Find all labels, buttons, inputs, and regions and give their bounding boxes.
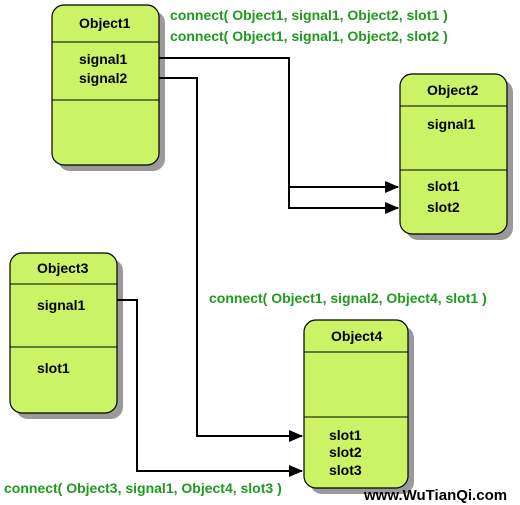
connect-label-1: connect( Object1, signal1, Object2, slot… <box>170 7 448 23</box>
object2-body <box>399 73 508 235</box>
connector-obj1-signal2-to-obj4-slot1 <box>159 77 303 442</box>
object2-box: Object2 signal1 slot1 slot2 <box>399 73 513 240</box>
object3-box: Object3 signal1 slot1 <box>9 252 123 419</box>
object1-signal1: signal1 <box>79 51 127 67</box>
connector-obj1-signal1-to-obj2-slot2 <box>288 187 399 214</box>
connector-obj3-signal1-to-obj4-slot3 <box>117 299 303 477</box>
object1-signal2: signal2 <box>79 70 127 86</box>
object3-title: Object3 <box>37 260 89 276</box>
object3-slot1: slot1 <box>37 360 70 376</box>
object4-slot1: slot1 <box>329 427 362 443</box>
object1-body <box>51 4 160 166</box>
object2-title: Object2 <box>427 82 479 98</box>
object4-box: Object4 slot1 slot2 slot3 <box>303 319 414 494</box>
object4-body <box>303 319 409 489</box>
object4-slot3: slot3 <box>329 462 362 478</box>
connect-label-4: connect( Object3, signal1, Object4, slot… <box>4 480 282 496</box>
connector-obj1-signal1-to-obj2-slot1 <box>159 57 399 193</box>
connect-label-2: connect( Object1, signal1, Object2, slot… <box>170 28 448 44</box>
connect-label-3: connect( Object1, signal2, Object4, slot… <box>209 290 487 306</box>
object2-slot2: slot2 <box>427 199 460 215</box>
object2-slot1: slot1 <box>427 178 460 194</box>
object1-box: Object1 signal1 signal2 <box>51 4 165 171</box>
object4-slot2: slot2 <box>329 444 362 460</box>
watermark-text: www.WuTianQi.com <box>363 487 507 504</box>
object3-body <box>9 252 118 414</box>
object2-signal1: signal1 <box>427 116 475 132</box>
object4-title: Object4 <box>331 328 383 344</box>
object3-signal1: signal1 <box>37 297 85 313</box>
object1-title: Object1 <box>79 15 131 31</box>
